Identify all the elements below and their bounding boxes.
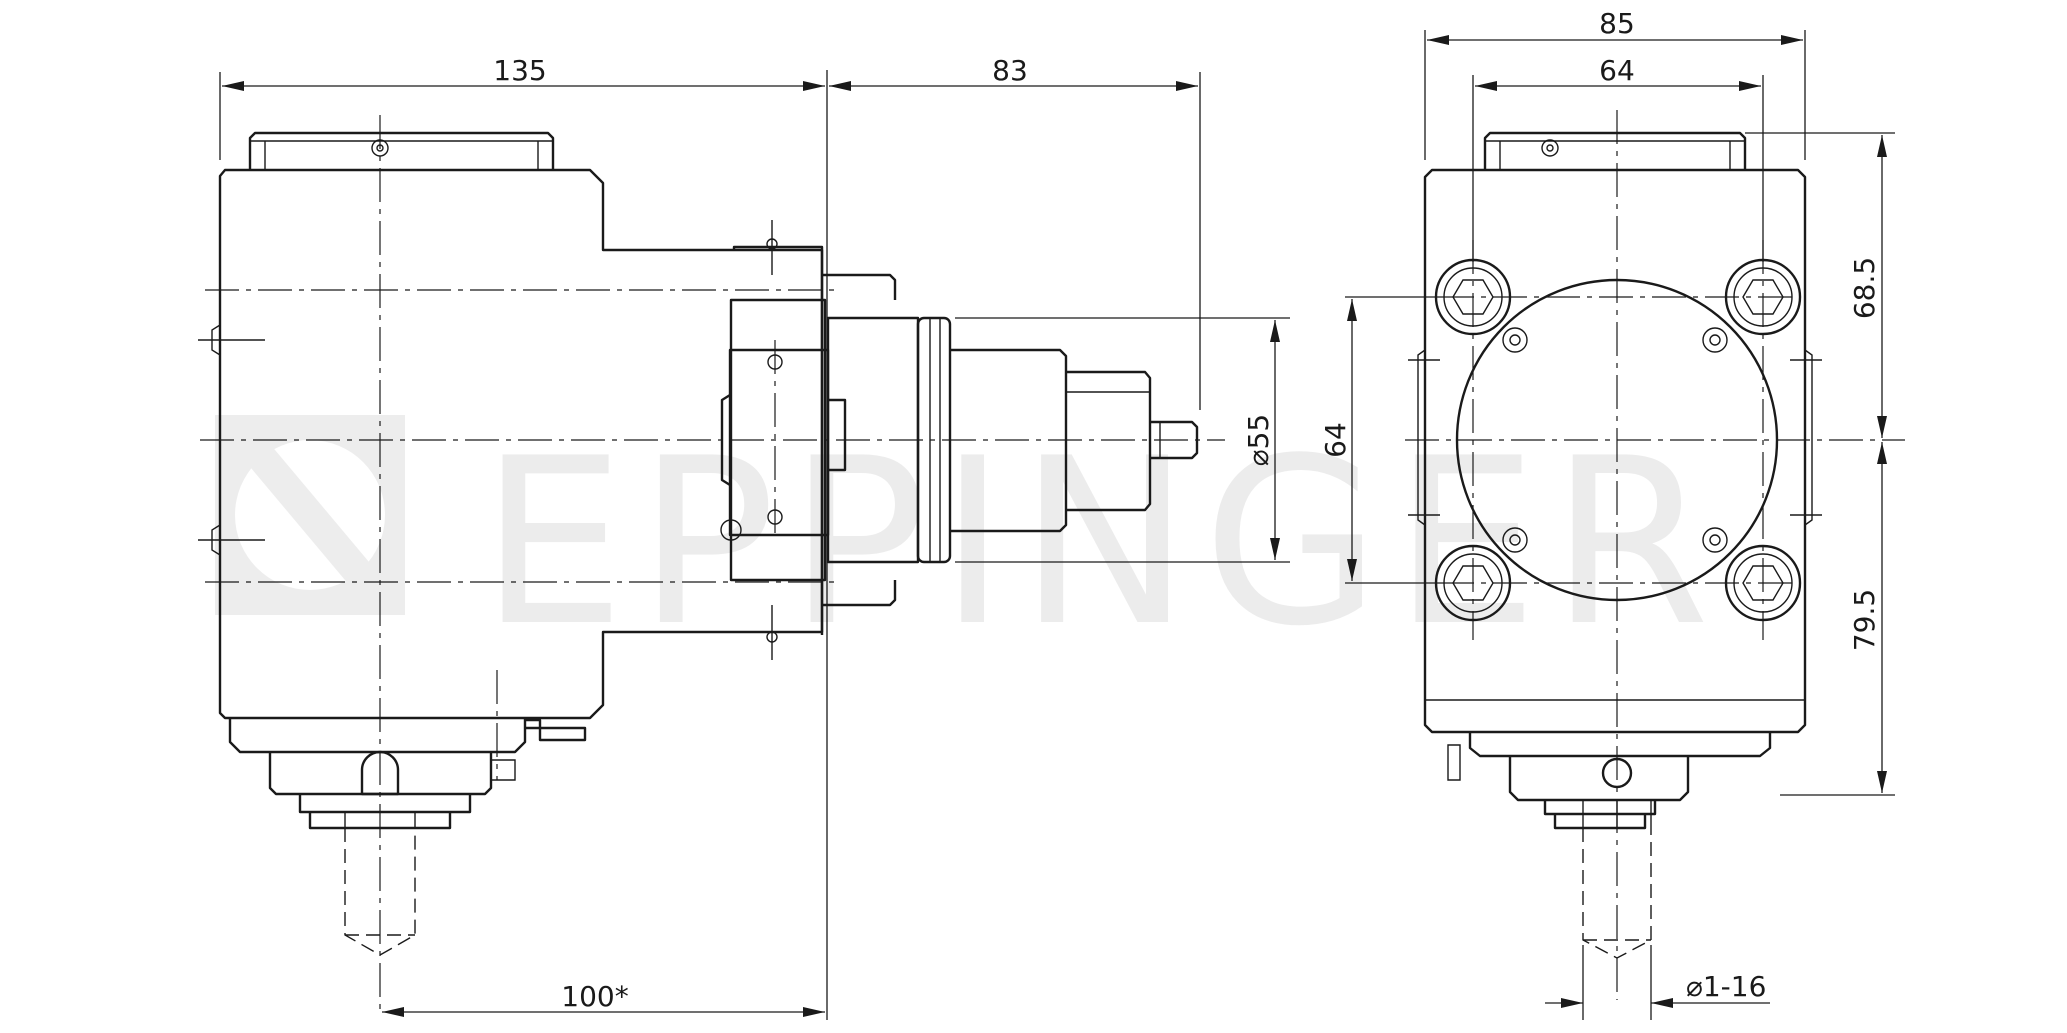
side-body-outline [218, 168, 824, 720]
front-flange-screws [1502, 327, 1728, 553]
dim-upper-height-label: 68.5 [1848, 257, 1881, 319]
brand-logo-icon [215, 415, 405, 615]
side-spindle-step3 [1066, 370, 1152, 512]
side-top-cap [248, 131, 555, 170]
front-collet-nut [1553, 814, 1647, 830]
side-bottom-ring [228, 718, 527, 754]
side-view: 135 83 ⌀55 100* [198, 54, 1290, 1020]
watermark-text: EPPINGER [480, 410, 1722, 677]
front-view: 85 64 64 68.5 79.5 ⌀1-16 [1319, 7, 1905, 1020]
dim-tool-offset-label: 100* [561, 980, 628, 1013]
dim-bolt-spacing-horizontal-label: 64 [1599, 54, 1635, 87]
dim-lower-height-label: 79.5 [1848, 589, 1881, 651]
dim-overall-length-label: 135 [493, 54, 546, 87]
dim-overall-width-label: 85 [1599, 7, 1635, 40]
dim-bolt-spacing-vertical-label: 64 [1319, 422, 1352, 458]
dim-spindle-diameter-label: ⌀55 [1242, 414, 1275, 467]
side-flange [732, 245, 824, 635]
dim-spindle-projection-label: 83 [992, 54, 1028, 87]
side-spindle-step1 [826, 316, 920, 564]
front-top-cap [1483, 131, 1747, 170]
dim-collet-range-label: ⌀1-16 [1686, 970, 1766, 1003]
front-bottom-ring [1468, 732, 1772, 758]
